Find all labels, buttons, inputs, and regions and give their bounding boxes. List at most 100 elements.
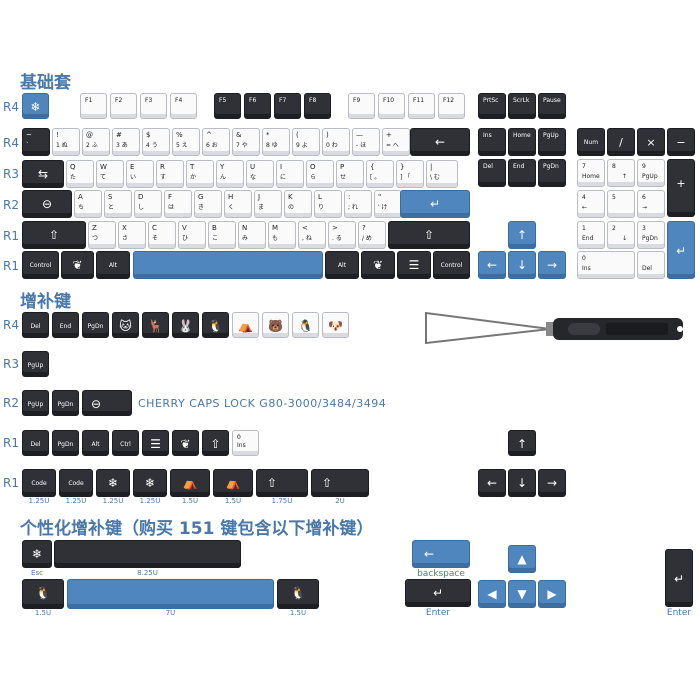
numpad-dot-key[interactable]: Del	[637, 251, 665, 279]
extra-del-key[interactable]: Del	[22, 312, 49, 338]
extra-pgup-r2-key[interactable]: PgUp	[22, 390, 49, 416]
personal-esc-key[interactable]: ❄	[22, 540, 52, 568]
alpha-key[interactable]: #3 あ	[112, 128, 140, 156]
right-logo-key[interactable]: ❦	[361, 251, 395, 279]
pgup-key[interactable]: PgUp	[538, 128, 566, 156]
alpha-key[interactable]: $4 う	[142, 128, 170, 156]
right-shift-key[interactable]: ⇧	[388, 221, 470, 249]
extra-logo-key[interactable]: ❦	[172, 430, 199, 456]
igloo-15-key-b[interactable]: ⛺	[213, 469, 253, 497]
alpha-key[interactable]: ?/ め	[358, 221, 386, 249]
arrow-up-key[interactable]: ↑	[508, 221, 536, 249]
alpha-key[interactable]: )0 わ	[322, 128, 350, 156]
f8-key[interactable]: F8	[304, 93, 331, 119]
f11-key[interactable]: F11	[408, 93, 435, 119]
alpha-key[interactable]: (9 よ	[292, 128, 320, 156]
pgdn-key[interactable]: PgDn	[538, 159, 566, 187]
f2-key[interactable]: F2	[110, 93, 137, 119]
numpad-8-key[interactable]: 8↑	[607, 159, 635, 187]
f6-key[interactable]: F6	[244, 93, 271, 119]
blue-arrow-up-key[interactable]: ▲	[508, 545, 536, 573]
extra-caps-lock-key[interactable]: ⊖	[82, 390, 132, 416]
menu-key[interactable]: ☰	[397, 251, 431, 279]
blue-arrow-left-key[interactable]: ◀	[478, 580, 506, 608]
right-alt-key[interactable]: Alt	[325, 251, 359, 279]
code-125-key-b[interactable]: Code	[59, 469, 93, 497]
shift-2u-key[interactable]: ⇧	[311, 469, 369, 497]
igloo-15-key-a[interactable]: ⛺	[170, 469, 210, 497]
blue-backspace-key[interactable]: ←	[412, 540, 470, 568]
spacebar-825-key[interactable]	[54, 540, 241, 568]
code-125-key-a[interactable]: Code	[22, 469, 56, 497]
f7-key[interactable]: F7	[274, 93, 301, 119]
prtsc-key[interactable]: PrtSc	[478, 93, 506, 119]
extra-arrow-right-key[interactable]: →	[538, 469, 566, 497]
extra-igloo-key[interactable]: ⛺	[232, 312, 259, 338]
dark-enter-key[interactable]: ↵	[405, 579, 471, 607]
f5-key[interactable]: F5	[214, 93, 241, 119]
extra-end-key[interactable]: End	[52, 312, 79, 338]
extra-pgdn-key[interactable]: PgDn	[82, 312, 109, 338]
alpha-key[interactable]: ~`	[22, 128, 50, 156]
penguin-15-key-a[interactable]: 🐧	[22, 579, 64, 609]
left-control-key[interactable]: Control	[22, 251, 59, 279]
end-key[interactable]: End	[508, 159, 536, 187]
extra-arrow-up-key[interactable]: ↑	[508, 430, 536, 456]
caps-lock-key[interactable]: ⊖	[22, 190, 72, 218]
left-logo-key[interactable]: ❦	[61, 251, 94, 279]
extra-menu-key[interactable]: ☰	[142, 430, 169, 456]
blue-arrow-right-key[interactable]: ▶	[538, 580, 566, 608]
alpha-key[interactable]: <, ね	[298, 221, 326, 249]
spacebar-key[interactable]	[133, 251, 323, 279]
tab-key[interactable]: ⇆	[22, 160, 64, 188]
numlock-key[interactable]: Num	[577, 128, 605, 156]
alpha-key[interactable]: {[ 。	[366, 160, 394, 188]
extra-arrow-left-key[interactable]: ←	[478, 469, 506, 497]
extra-rabbit-key[interactable]: 🐰	[172, 312, 199, 338]
extra-penguin-white-key[interactable]: 🐧	[292, 312, 319, 338]
alpha-key[interactable]: >. る	[328, 221, 356, 249]
numpad-enter-key[interactable]: ↵	[667, 221, 695, 279]
enter-key[interactable]: ↵	[400, 190, 470, 218]
f9-key[interactable]: F9	[348, 93, 375, 119]
right-control-key[interactable]: Control	[433, 251, 470, 279]
extra-dog-key[interactable]: 🐶	[322, 312, 349, 338]
backspace-key[interactable]: ←	[410, 128, 470, 156]
f3-key[interactable]: F3	[140, 93, 167, 119]
extra-del-r1-key[interactable]: Del	[22, 430, 49, 456]
extra-arrow-down-key[interactable]: ↓	[508, 469, 536, 497]
arrow-left-key[interactable]: ←	[478, 251, 506, 279]
f10-key[interactable]: F10	[378, 93, 405, 119]
numpad-minus-key[interactable]: −	[667, 128, 695, 156]
alpha-key[interactable]: }] 「	[396, 160, 424, 188]
esc-key[interactable]: ❄	[22, 93, 49, 119]
alpha-key[interactable]: —- ほ	[352, 128, 380, 156]
left-alt-key[interactable]: Alt	[96, 251, 130, 279]
pause-key[interactable]: Pause	[538, 93, 566, 119]
extra-bear-key[interactable]: 🐻	[262, 312, 289, 338]
extra-penguin-key[interactable]: 🐧	[202, 312, 229, 338]
extra-pgdn-r1-key[interactable]: PgDn	[52, 430, 79, 456]
alpha-key[interactable]: "' け	[374, 190, 402, 218]
arrow-right-key[interactable]: →	[538, 251, 566, 279]
